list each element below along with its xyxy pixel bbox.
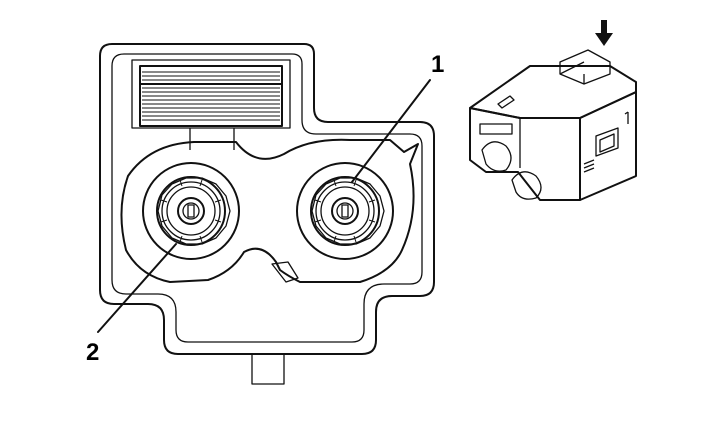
coax-terminal-1: [296, 162, 394, 260]
key-notch: [271, 261, 299, 283]
connector-face-view: 1 2: [86, 43, 444, 385]
coax-terminal-2: [142, 162, 240, 260]
down-arrow-icon: [595, 20, 613, 46]
iso-cavity-right: [511, 171, 542, 200]
housing-stem: [251, 354, 285, 385]
connector-housing-inner: [111, 53, 423, 343]
iso-side-face: [579, 91, 637, 201]
locking-latch: [131, 59, 291, 150]
callout-1-leader: [351, 79, 431, 183]
callout-2: 2: [86, 243, 177, 366]
callout-1-label: 1: [431, 51, 444, 78]
callout-2-label: 2: [86, 339, 99, 366]
iso-top-face: [469, 65, 637, 119]
iso-cavity-left: [481, 141, 512, 172]
callout-2-leader: [97, 243, 177, 333]
iso-front-face: [469, 107, 581, 201]
callout-1: 1: [351, 51, 444, 183]
connector-isometric-view: [469, 20, 637, 201]
terminal-cavity: [120, 138, 419, 283]
connector-housing-outer: [99, 43, 435, 355]
